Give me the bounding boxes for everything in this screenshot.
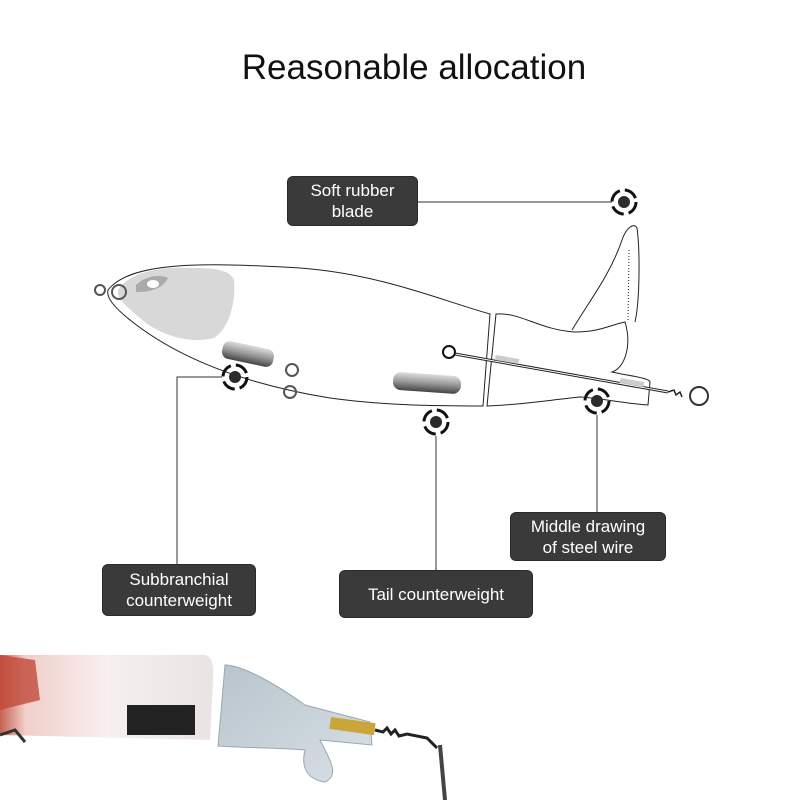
head-shading xyxy=(117,267,235,340)
target-icon xyxy=(583,387,611,415)
rubber-blade xyxy=(571,225,640,331)
callout-soft-rubber-blade: Soft rubber blade xyxy=(288,177,417,225)
callout-text: Soft rubber xyxy=(310,181,395,200)
callout-text: blade xyxy=(331,202,374,221)
target-icon xyxy=(221,363,249,391)
callout-middle-steel-wire: Middle drawing of steel wire xyxy=(511,513,665,560)
page-title: Reasonable allocation xyxy=(241,48,587,87)
callout-text: Subbranchial xyxy=(129,570,229,589)
target-icon xyxy=(422,408,450,436)
callout-text: counterweight xyxy=(126,591,232,610)
callout-text: Middle drawing xyxy=(530,516,646,536)
subbranchial-weight xyxy=(221,341,275,367)
callout-text: Tail counterweight xyxy=(367,584,505,604)
target-icon xyxy=(610,188,638,216)
eye-highlight xyxy=(147,280,159,288)
steel-wire xyxy=(442,345,709,406)
lure-photo xyxy=(0,655,447,800)
leader-lines xyxy=(176,201,612,571)
callout-subbranchial-counterweight: Subbranchial counterweight xyxy=(103,565,255,615)
callout-text: of steel wire xyxy=(542,537,634,557)
callout-tail-counterweight: Tail counterweight xyxy=(340,571,532,617)
target-markers xyxy=(221,188,638,436)
tail-weight xyxy=(392,372,462,394)
line-tie-eyelet xyxy=(94,284,299,399)
